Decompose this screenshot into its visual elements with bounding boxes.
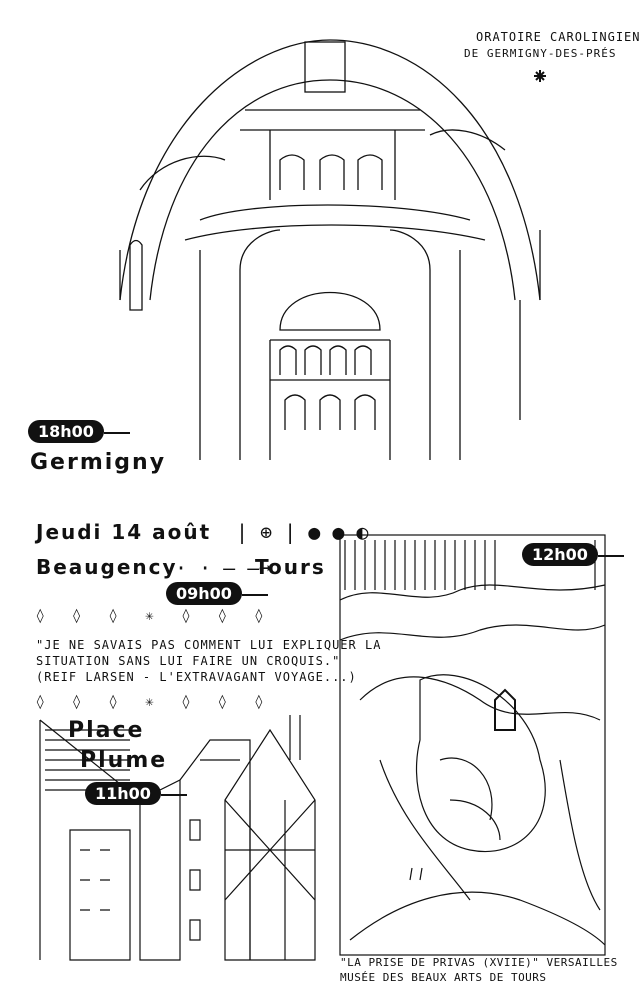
arrow-icon: · · – –➞ [175, 556, 272, 580]
time-badge-11h00: 11h00 [85, 782, 187, 805]
painting-caption-museum: Musée des Beaux Arts de Tours [340, 971, 547, 984]
route-to: Tours [255, 555, 326, 579]
diamond-ornament-row-2: ◊◊◊✳◊◊◊ [36, 694, 292, 710]
place-label-line-2: Plume [80, 748, 168, 773]
caption-germigny-des-pres: de Germigny-des-Prés [464, 47, 617, 60]
place-germigny: Germigny [30, 450, 167, 475]
time-badge-12h00: 12h00 [522, 543, 624, 566]
quote-line-1: "Je ne savais pas comment lui expliquer … [36, 638, 382, 652]
time-badge-18h00: 18h00 [28, 420, 130, 443]
weather-icons: | ⊕ | ● ● ◐ [236, 520, 369, 544]
time-badge-09h00: 09h00 [166, 582, 268, 605]
church-interior-sketch [119, 39, 546, 460]
quote-line-2: situation sans lui faire un croquis." [36, 654, 341, 668]
painting-caption-title: "La prise de Privas (XVIIe)" Versailles [340, 956, 618, 969]
journal-date: Jeudi 14 août [36, 520, 212, 544]
route-from: Beaugency [36, 555, 178, 579]
quote-line-3: (Reif Larsen - L'extravagant voyage...) [36, 670, 357, 684]
diamond-ornament-row: ◊◊◊✳◊◊◊ [36, 608, 292, 624]
place-label-line-1: Place [68, 718, 145, 743]
caption-oratoire: Oratoire carolingien [476, 30, 641, 44]
